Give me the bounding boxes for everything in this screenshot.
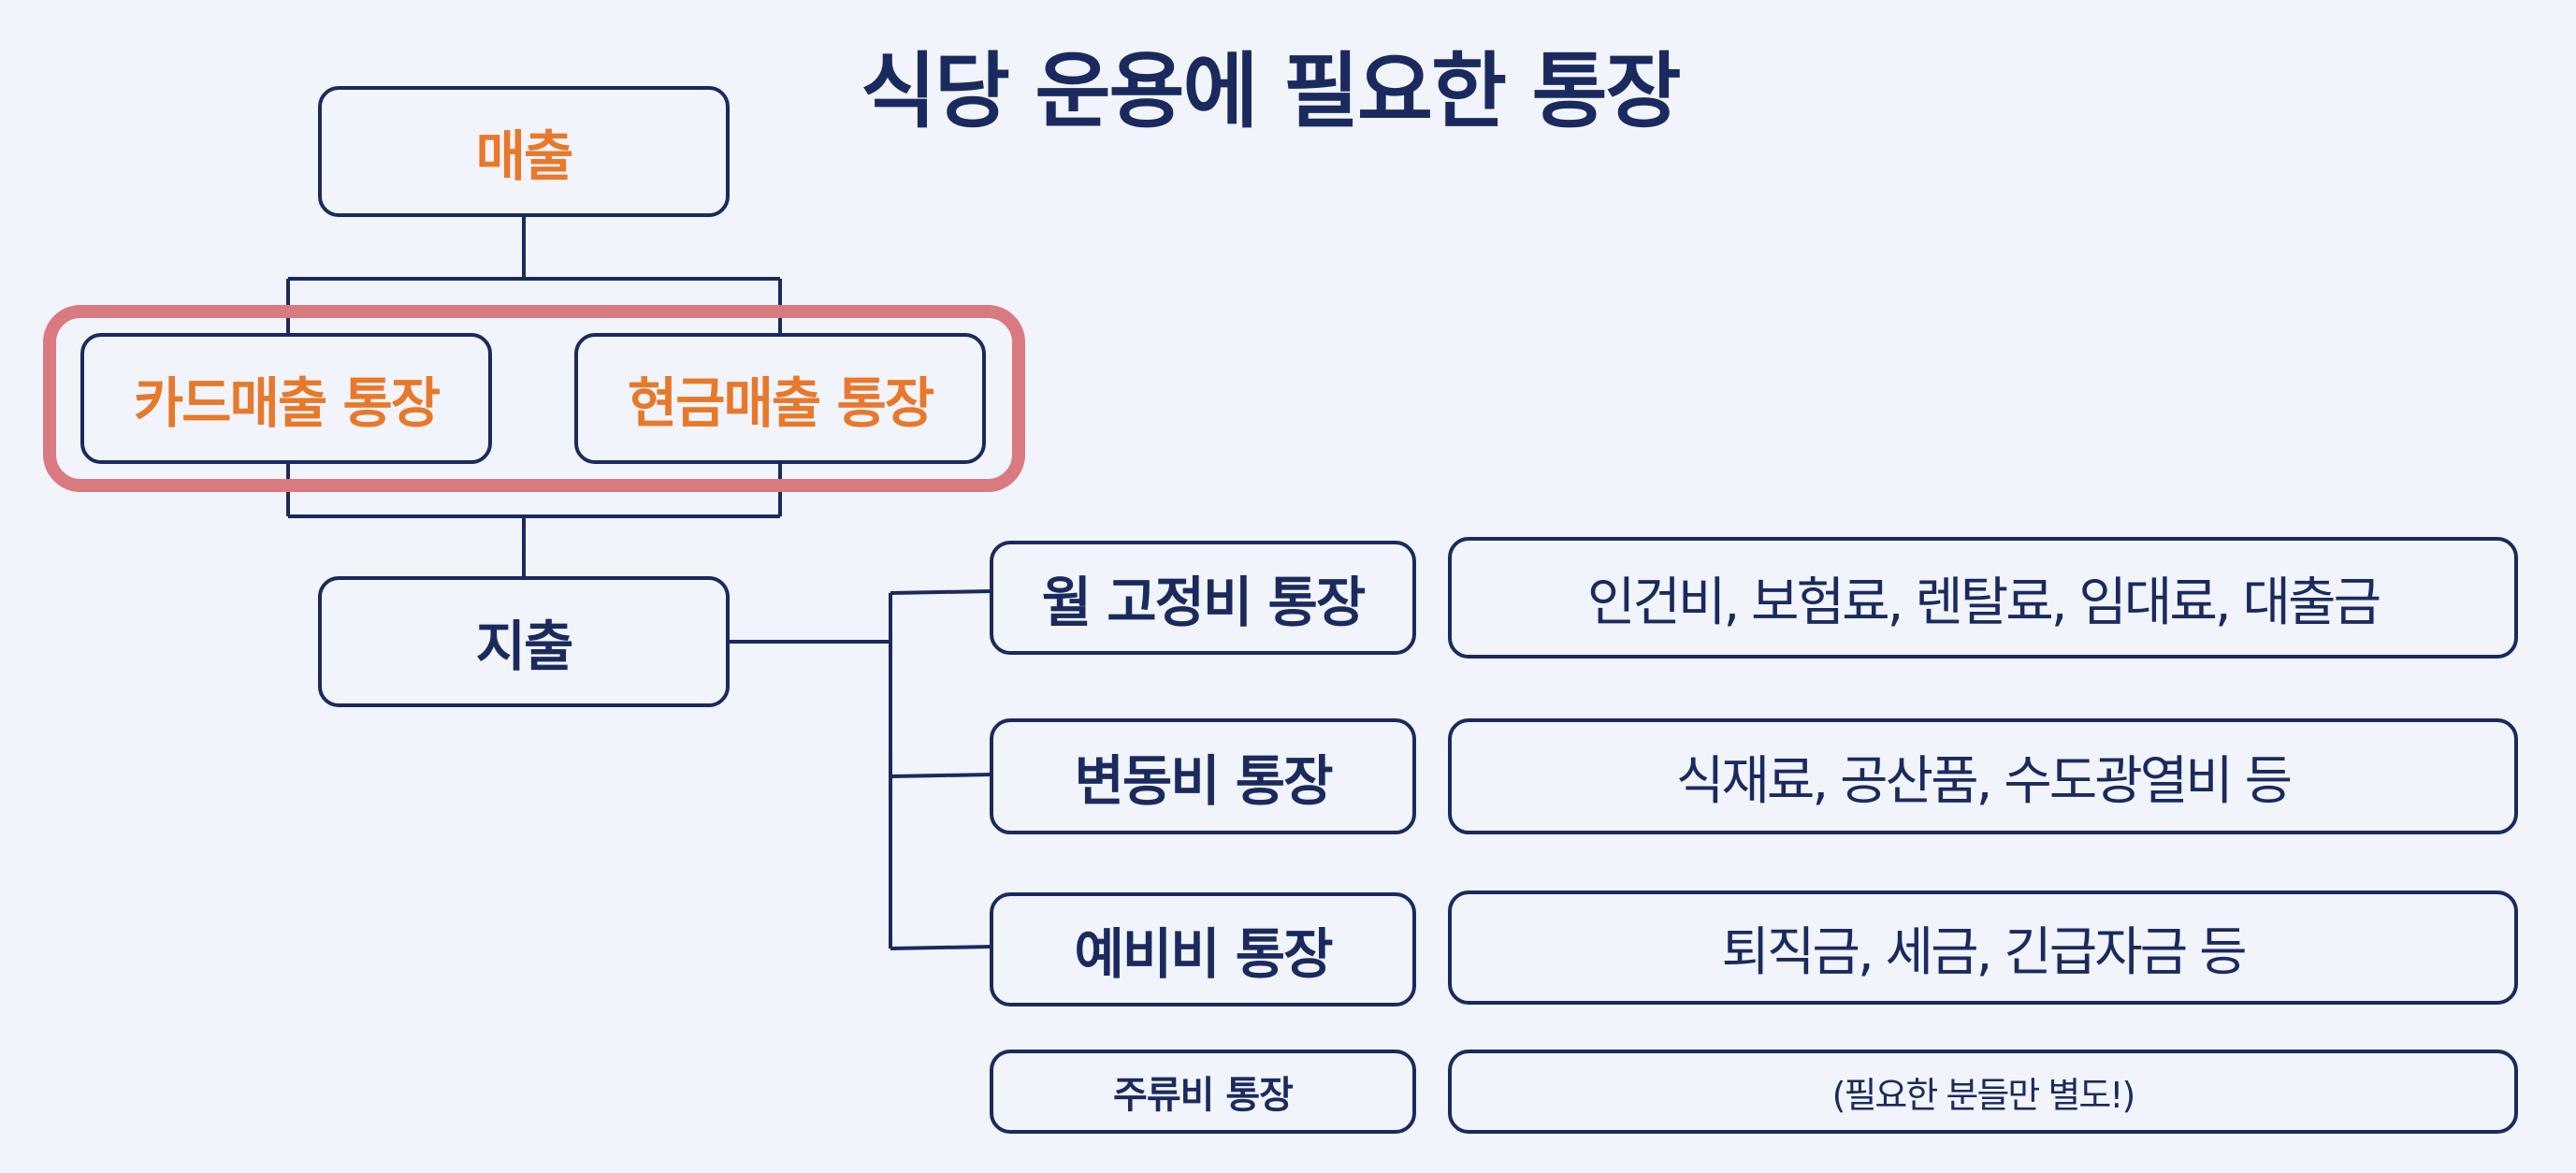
account-description-box: 인건비, 보험료, 렌탈료, 임대료, 대출금 <box>1448 537 2518 659</box>
account-name-label: 변동비 통장 <box>1074 749 1334 813</box>
card-sales-account-box: 카드매출 통장 <box>80 333 492 464</box>
account-description-label: (필요한 분들만 별도!) <box>1831 1074 2136 1116</box>
expenses-label: 지출 <box>475 615 574 678</box>
account-name-label: 월 고정비 통장 <box>1041 571 1367 634</box>
card-sales-account-label: 카드매출 통장 <box>133 371 441 435</box>
page-title: 식당 운용에 필요한 통장 <box>861 43 1682 139</box>
sales-box: 매출 <box>318 86 730 217</box>
expenses-box: 지출 <box>318 576 730 707</box>
connector-branch-variable <box>890 773 992 778</box>
cash-sales-account-label: 현금매출 통장 <box>627 371 934 435</box>
sales-accounts-highlight <box>43 305 1025 492</box>
cash-sales-account-box: 현금매출 통장 <box>574 333 986 464</box>
account-name-box: 주류비 통장 <box>990 1050 1416 1134</box>
account-description-box: 식재료, 공산품, 수도광열비 등 <box>1448 718 2518 834</box>
account-name-box: 예비비 통장 <box>990 892 1416 1006</box>
account-name-box: 변동비 통장 <box>990 718 1416 834</box>
account-description-label: 인건비, 보험료, 렌탈료, 임대료, 대출금 <box>1586 572 2381 633</box>
account-name-label: 예비비 통장 <box>1074 922 1334 986</box>
account-description-label: 퇴직금, 세금, 긴급자금 등 <box>1721 921 2247 983</box>
connector-branch-fixed <box>890 589 992 595</box>
connector-branch-reserve <box>890 945 992 950</box>
account-description-label: 식재료, 공산품, 수도광열비 등 <box>1675 750 2293 812</box>
account-description-box: (필요한 분들만 별도!) <box>1448 1050 2518 1134</box>
account-name-label: 주류비 통장 <box>1113 1074 1294 1117</box>
sales-label: 매출 <box>475 124 574 188</box>
account-description-box: 퇴직금, 세금, 긴급자금 등 <box>1448 891 2518 1005</box>
account-name-box: 월 고정비 통장 <box>990 541 1416 655</box>
